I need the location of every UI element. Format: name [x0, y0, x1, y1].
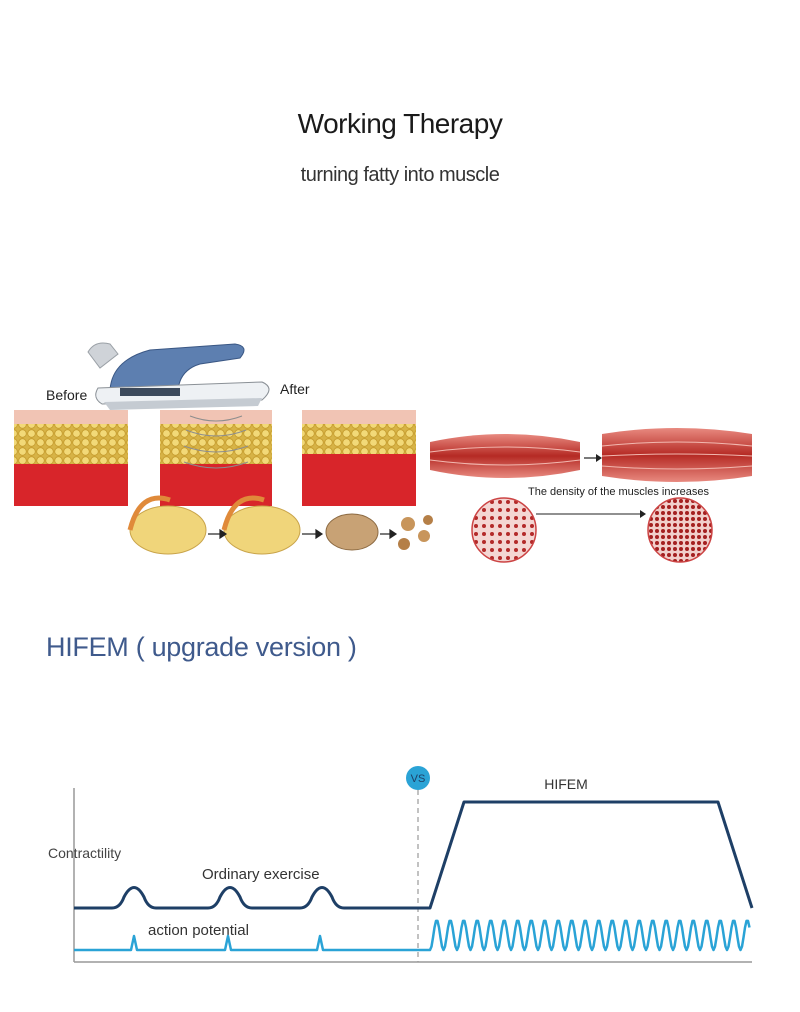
- tissue-block-before: [14, 410, 128, 506]
- page-title: Working Therapy: [297, 108, 503, 139]
- after-label: After: [280, 381, 310, 397]
- section-title: HIFEM ( upgrade version ): [46, 632, 357, 662]
- muscle-density-caption: The density of the muscles increases: [528, 486, 709, 498]
- tissue-block-after: [302, 410, 416, 506]
- therapy-illustration: Before After: [14, 342, 753, 563]
- fat-fragments-icon: [398, 515, 433, 550]
- ordinary-exercise-label: Ordinary exercise: [202, 866, 320, 883]
- action-potential-label: action potential: [148, 922, 249, 939]
- contractility-curve: [74, 800, 754, 910]
- arrow-icon: [584, 454, 602, 462]
- arrow-icon: [208, 528, 398, 540]
- vs-badge-label: VS: [411, 773, 426, 785]
- vs-badge: VS: [406, 766, 430, 790]
- muscle-cross-section-after: [647, 497, 713, 563]
- tissue-block-during: [160, 410, 272, 506]
- contractility-label: Contractility: [48, 845, 121, 861]
- arrow-icon: [536, 510, 646, 518]
- muscle-after-icon: [601, 428, 753, 482]
- page-subtitle: turning fatty into muscle: [300, 164, 500, 186]
- muscle-cross-section-before: [471, 497, 537, 563]
- hifem-comparison-diagram: VS HIFEM Contractility Ordinary exercise…: [48, 766, 754, 963]
- hifem-label: HIFEM: [544, 776, 588, 792]
- fat-cell-icon: [221, 495, 301, 555]
- action-potential-curve: [74, 919, 751, 952]
- hifem-device-icon: [87, 342, 270, 410]
- before-label: Before: [46, 387, 87, 403]
- muscle-before-icon: [429, 434, 581, 478]
- fat-cell-icon: [127, 495, 207, 555]
- shrunk-fat-cell-icon: [325, 513, 379, 551]
